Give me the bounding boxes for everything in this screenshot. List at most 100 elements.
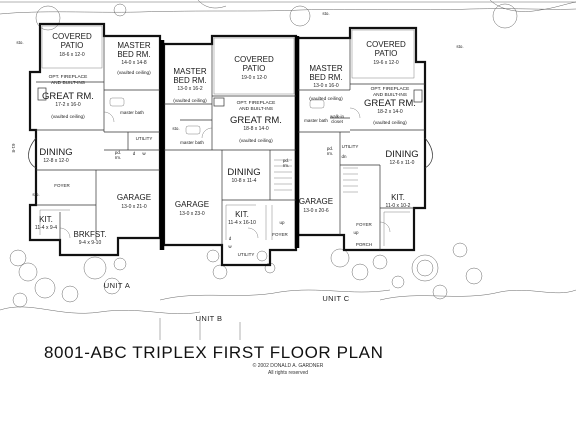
unit-a-foyer: FOYER: [54, 183, 70, 188]
unit-a-brkfst-label: BRKFST.: [74, 230, 107, 239]
shrubs-right: [330, 242, 576, 301]
unit-c-dining-label: DINING: [385, 149, 418, 160]
unit-b-foyer: FOYER: [272, 232, 288, 237]
unit-c-rooms: COVERED PATIO 19-6 x 12-0 MASTER BED RM.…: [299, 11, 464, 247]
unit-a-master-dim: 14-0 x 14-8: [121, 60, 147, 66]
unit-b-master-label2: BED RM.: [173, 76, 206, 85]
unit-c-utility: UTILITY: [342, 144, 359, 149]
unit-b-up: up: [279, 220, 285, 225]
unit-c-patio-label2: PATIO: [375, 49, 398, 58]
unit-a-sto: sto.: [16, 40, 23, 45]
unit-b-great-dim: 18-8 x 14-0: [243, 126, 269, 132]
unit-a-master-note: (vaulted ceiling): [117, 70, 151, 76]
unit-b-garage-dim: 13-0 x 23-0: [179, 211, 205, 217]
unit-c-label: UNIT C: [322, 294, 349, 303]
unit-a-rooms: COVERED PATIO 18-6 x 12-0 MASTER BED RM.…: [11, 32, 152, 246]
unit-a-kit-dim: 11-4 x 9-4: [35, 225, 57, 231]
unit-a-patio-dim: 18-6 x 12-0: [59, 52, 85, 58]
unit-a-sto2: sto.: [32, 192, 39, 197]
unit-a-garage-dim: 13-0 x 21-0: [121, 204, 147, 210]
unit-c-opt1: OPT. FIREPLACE: [371, 86, 410, 92]
shrubs-middle: [159, 249, 391, 340]
unit-b-w: w: [228, 244, 232, 249]
unit-c-master-label2: BED RM.: [309, 73, 342, 82]
unit-b-great-note: (vaulted ceiling): [239, 138, 273, 144]
unit-c-dining-dim: 12-6 x 11-0: [390, 160, 415, 166]
side-dimension: 61-8: [11, 143, 16, 153]
unit-b-kit-dim: 11-4 x 16-10: [228, 220, 256, 226]
unit-a-kit-label: KIT.: [39, 215, 53, 224]
unit-b-master-label1: MASTER: [173, 67, 207, 76]
unit-c-master-note: (vaulted ceiling): [309, 96, 343, 102]
unit-b-great-label: GREAT RM.: [230, 115, 282, 126]
unit-c-patio-dim: 19-6 x 12-0: [373, 60, 399, 66]
unit-b-dining-dim: 10-8 x 11-4: [232, 178, 257, 184]
unit-a-patio-label2: PATIO: [61, 41, 84, 50]
landscaping: [0, 0, 576, 340]
walls: [28, 22, 433, 267]
unit-a-master-label2: BED RM.: [117, 50, 150, 59]
stairs: [265, 159, 358, 240]
unit-c-master-label1: MASTER: [309, 64, 343, 73]
unit-a-garage-label: GARAGE: [117, 193, 151, 202]
unit-c-master-dim: 13-0 x 16-0: [313, 83, 339, 89]
unit-c-porch: PORCH: [356, 242, 372, 247]
unit-c-walkin1: walk-in: [330, 114, 345, 119]
rights-text: All rights reserved: [267, 370, 308, 376]
unit-b-patio-label2: PATIO: [243, 64, 266, 73]
unit-b-patio-dim: 19-0 x 12-0: [241, 75, 267, 81]
unit-c-kit-label: KIT.: [391, 193, 405, 202]
unit-c-walkin2: closet: [331, 119, 344, 124]
unit-b-label: UNIT B: [196, 314, 223, 323]
unit-b-d: d: [229, 236, 232, 241]
unit-c-pd: pd.: [327, 146, 333, 151]
unit-c-great-dim: 18-2 x 14-0: [377, 109, 403, 115]
plan-title: 8001-ABC TRIPLEX FIRST FLOOR PLAN: [44, 343, 384, 362]
unit-a-opt2: AND BUILT-INS: [51, 80, 85, 86]
unit-c-up: up: [353, 230, 359, 235]
unit-c-dn: dn: [341, 154, 347, 159]
unit-b-rooms: COVERED PATIO 19-0 x 12-0 MASTER BED RM.…: [172, 55, 289, 257]
unit-c-rm: rm.: [327, 151, 334, 156]
unit-a-great-label: GREAT RM.: [42, 91, 94, 102]
unit-a-bath-label1: master bath: [120, 110, 144, 115]
unit-c-sto2: sto.: [456, 44, 463, 49]
unit-b-patio-label1: COVERED: [234, 55, 274, 64]
unit-b-kit-label: KIT.: [235, 210, 249, 219]
unit-a-label: UNIT A: [104, 281, 130, 290]
unit-a-utility: UTILITY: [136, 136, 153, 141]
unit-c-sto: sto.: [322, 11, 329, 16]
unit-a-pd: pd.: [115, 150, 121, 155]
unit-a-great-dim: 17-2 x 16-0: [55, 102, 81, 108]
unit-c-garage-dim: 13-0 x 20-6: [303, 208, 329, 214]
unit-c-kit-dim: 11-0 x 10-2: [386, 203, 411, 209]
unit-b-master-note: (vaulted ceiling): [173, 98, 207, 104]
unit-a-patio-label1: COVERED: [52, 32, 92, 41]
unit-b-opt1: OPT. FIREPLACE: [237, 100, 276, 106]
unit-a-w: w: [142, 151, 146, 156]
copyright-text: © 2002 DONALD A. GARDNER: [252, 363, 324, 369]
unit-c-opt2: AND BUILT-INS: [373, 92, 407, 98]
shrubs-left: [0, 249, 201, 314]
unit-c-bath-label: master bath: [304, 118, 328, 123]
unit-a-dining-label: DINING: [39, 147, 72, 158]
unit-b-sto: sto.: [172, 126, 179, 131]
unit-c-great-label: GREAT RM.: [364, 98, 416, 109]
unit-a-master-label1: MASTER: [117, 41, 151, 50]
unit-a-dining-dim: 12-8 x 12-0: [43, 158, 69, 164]
unit-b-dining-label: DINING: [227, 167, 260, 178]
unit-c-garage-label: GARAGE: [299, 197, 333, 206]
unit-b-bath-label: master bath: [180, 140, 204, 145]
unit-b-garage-label: GARAGE: [175, 200, 209, 209]
unit-a-rm: rm.: [115, 155, 122, 160]
unit-a-d: d: [133, 151, 136, 156]
unit-a-great-note: (vaulted ceiling): [51, 114, 85, 120]
unit-b-opt2: AND BUILT-INS: [239, 106, 273, 112]
unit-a-opt1: OPT. FIREPLACE: [49, 74, 88, 80]
unit-b-master-dim: 13-0 x 16-2: [177, 86, 203, 92]
unit-c-foyer: FOYER: [356, 222, 372, 227]
unit-b-pd: pd.: [283, 158, 289, 163]
unit-a-brkfst-dim: 9-4 x 9-10: [79, 240, 102, 246]
unit-b-utility: UTILITY: [238, 252, 255, 257]
